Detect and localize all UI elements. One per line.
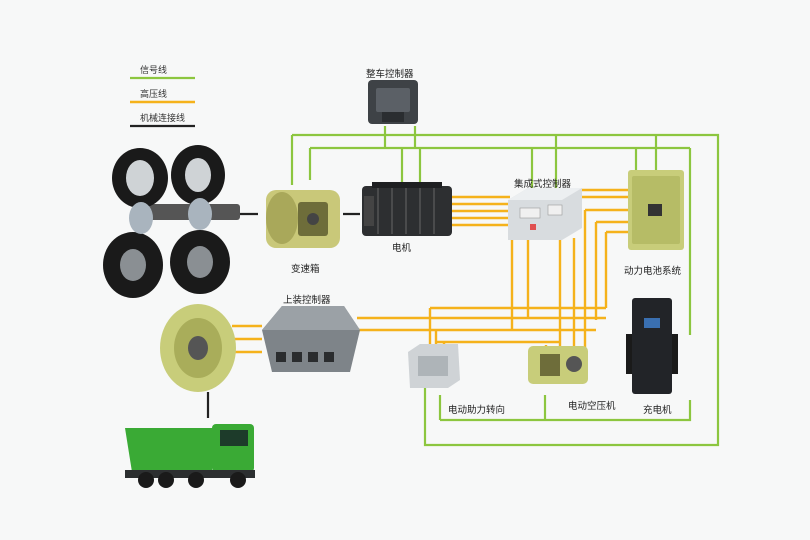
gearbox <box>266 190 340 248</box>
vcu <box>368 80 418 124</box>
integrated-controller-label: 集成式控制器 <box>514 179 572 190</box>
vcu-label: 整车控制器 <box>366 69 414 80</box>
gearbox-label: 变速箱 <box>291 264 320 275</box>
upper-controller <box>262 306 360 372</box>
eps-label: 电动助力转向 <box>448 405 506 416</box>
axle-assembly <box>103 145 240 298</box>
legend-high-voltage-label: 高压线 <box>140 90 168 100</box>
air-compressor-label: 电动空压机 <box>568 401 616 412</box>
high-voltage-lines <box>232 188 628 360</box>
dump-truck <box>125 424 255 488</box>
charger-label: 充电机 <box>643 405 672 416</box>
legend-mechanical-label: 机械连接线 <box>140 114 186 124</box>
legend <box>130 76 195 128</box>
auxiliary-motor <box>160 304 236 392</box>
battery-pack <box>628 170 684 250</box>
charger <box>626 298 678 394</box>
air-compressor <box>528 346 588 384</box>
eps-unit <box>408 344 460 388</box>
integrated-controller <box>508 188 582 240</box>
battery-label: 动力电池系统 <box>624 266 682 277</box>
upper-controller-label: 上装控制器 <box>283 295 331 306</box>
drive-motor <box>362 182 452 236</box>
mechanical-lines <box>206 212 360 418</box>
signal-lines <box>290 126 720 447</box>
motor-label: 电机 <box>392 243 412 254</box>
legend-signal-label: 信号线 <box>140 66 168 76</box>
